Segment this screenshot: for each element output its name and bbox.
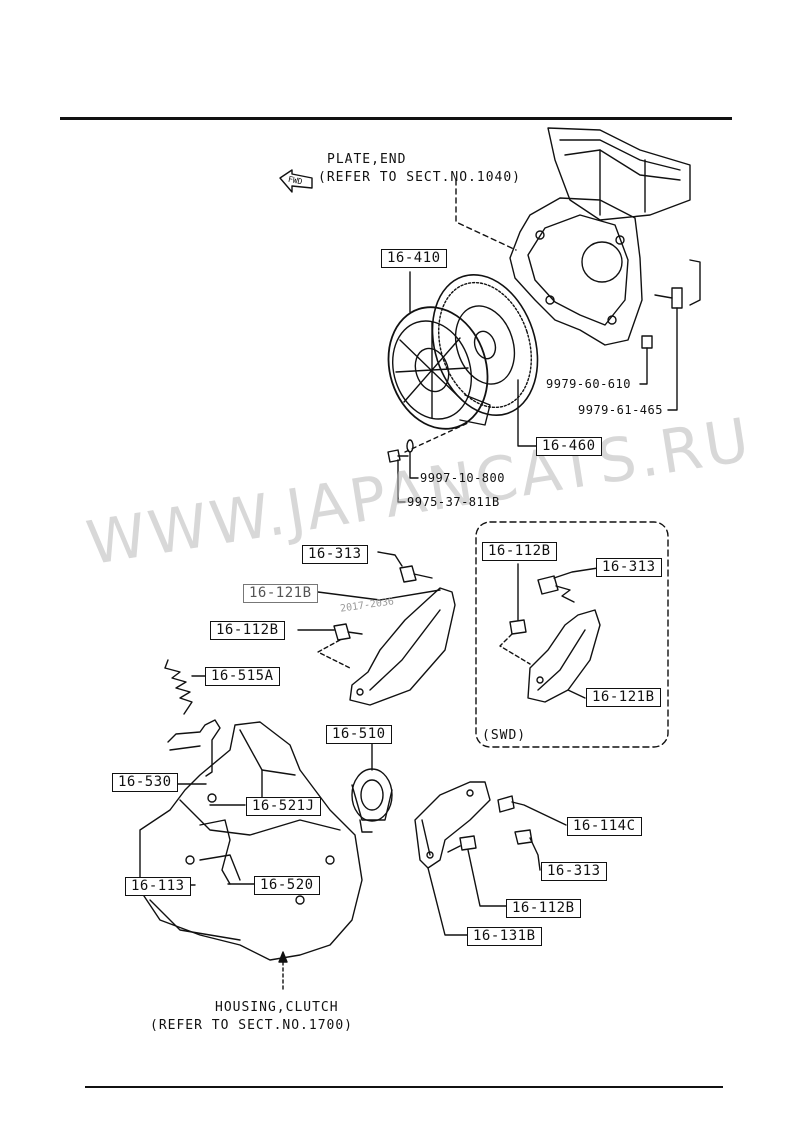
callout-16-313-swd[interactable]: 16-313 (596, 558, 662, 577)
callout-16-530[interactable]: 16-530 (112, 773, 178, 792)
callout-16-131b[interactable]: 16-131B (467, 927, 542, 946)
callout-16-515a[interactable]: 16-515A (205, 667, 280, 686)
callout-16-112b-swd[interactable]: 16-112B (482, 542, 557, 561)
bolt-9979-60-610 (639, 335, 653, 385)
end-plate (509, 197, 643, 346)
bolt-16-313-lower (514, 829, 541, 871)
bracket-16-131b (414, 781, 491, 936)
release-lever-16-530 (167, 719, 221, 785)
swd-group-outline (475, 521, 669, 748)
callout-16-520[interactable]: 16-520 (254, 876, 320, 895)
callout-16-112b-left[interactable]: 16-112B (210, 621, 285, 640)
bolt-9975-37-811b (387, 449, 409, 503)
bolt-16-112b-left (297, 623, 363, 669)
clutch-housing (139, 721, 363, 961)
fwd-label: FWD (287, 174, 304, 187)
bolt-16-313-left (377, 551, 433, 583)
plate-end-ref: (REFER TO SECT.NO.1040) (318, 170, 522, 185)
bolt-16-114c (497, 795, 567, 826)
pressure-plate (387, 271, 491, 430)
bracket-swd (527, 609, 601, 703)
engine-block (547, 127, 701, 306)
swd-label: (SWD) (482, 728, 527, 743)
plate-end-title: PLATE,END (327, 152, 407, 167)
part-number-9975-37-811b: 9975-37-811B (407, 495, 500, 509)
release-bearing-16-510 (351, 743, 393, 833)
callout-16-121b-swd[interactable]: 16-121B (586, 688, 661, 707)
bolt-9979-61-465 (654, 287, 683, 411)
bolt-16-112b-lower (447, 835, 507, 907)
washer-9997-10-800 (406, 439, 419, 479)
bottom-rule (85, 1086, 723, 1088)
clutch-disc (431, 274, 539, 447)
callout-16-521j[interactable]: 16-521J (246, 797, 321, 816)
housing-title: HOUSING,CLUTCH (215, 1000, 339, 1015)
bolt-16-313-swd (537, 567, 599, 603)
callout-16-114c[interactable]: 16-114C (567, 817, 642, 836)
callout-16-410[interactable]: 16-410 (381, 249, 447, 268)
housing-ref: (REFER TO SECT.NO.1700) (150, 1018, 354, 1033)
top-rule (60, 117, 732, 120)
callout-16-460[interactable]: 16-460 (536, 437, 602, 456)
spring-16-515a (164, 659, 206, 715)
callout-16-313-lower[interactable]: 16-313 (541, 862, 607, 881)
callout-16-113[interactable]: 16-113 (125, 877, 191, 896)
part-number-9997-10-800: 9997-10-800 (420, 471, 505, 485)
callout-16-112b-lower[interactable]: 16-112B (506, 899, 581, 918)
part-number-9979-60-610: 9979-60-610 (546, 377, 631, 391)
fwd-arrow-icon (279, 169, 313, 193)
bolt-16-112b-swd (499, 563, 531, 665)
callout-16-313-left[interactable]: 16-313 (302, 545, 368, 564)
part-number-9979-61-465: 9979-61-465 (578, 403, 663, 417)
bracket-16-121b (317, 587, 456, 706)
callout-16-121b-left[interactable]: 16-121B (243, 584, 318, 603)
callout-16-510[interactable]: 16-510 (326, 725, 392, 744)
